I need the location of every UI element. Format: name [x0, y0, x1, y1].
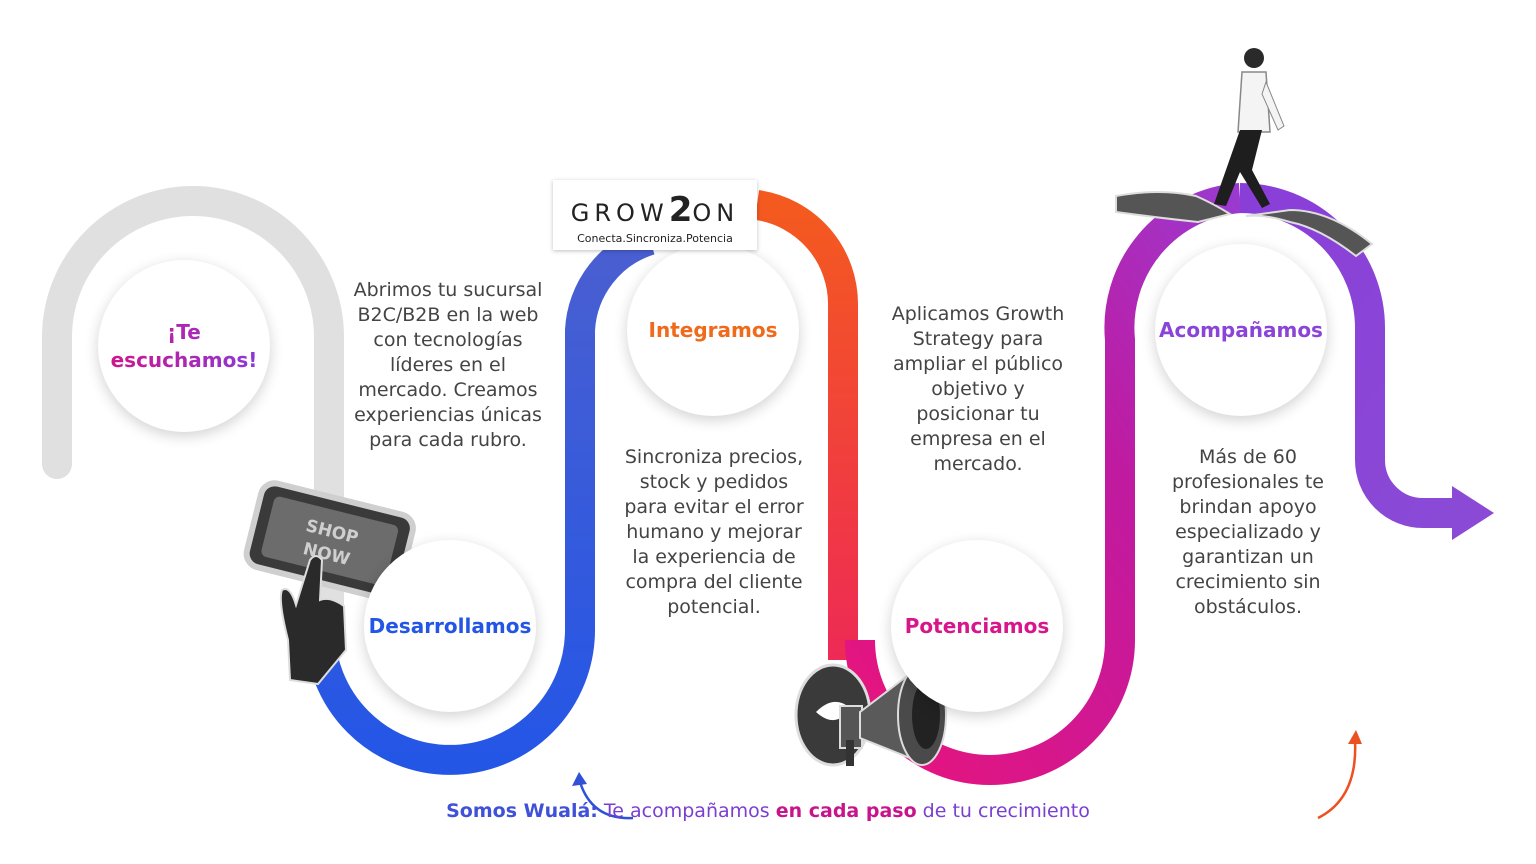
- step-circle-acompanamos: Acompañamos: [1155, 244, 1327, 416]
- step-circle-integramos: Integramos: [627, 244, 799, 416]
- step-description-potenciamos: Aplicamos Growth Strategy para ampliar e…: [891, 303, 1065, 475]
- step-circle-desarrollamos: Desarrollamos: [364, 540, 536, 712]
- step-circle-potenciamos: Potenciamos: [891, 540, 1063, 712]
- step-title-acompanamos: Acompañamos: [1159, 318, 1323, 342]
- left-arrow-head: [572, 772, 587, 786]
- logo-tagline: Conecta.Sincroniza.Potencia: [577, 232, 733, 245]
- step-description-desarrollamos: Abrimos tu sucursal B2C/B2B en la web co…: [353, 279, 543, 451]
- step-title-desarrollamos: Desarrollamos: [368, 614, 532, 638]
- step-description-acompanamos: Más de 60 profesionales te brindan apoyo…: [1172, 446, 1324, 618]
- bottom-tagline: Somos Wualá: Te acompañamos en cada paso…: [0, 800, 1536, 822]
- hands-icon: [1115, 191, 1374, 258]
- tagline-text-2: de tu crecimiento: [916, 800, 1090, 822]
- step-title-integramos: Integramos: [648, 318, 778, 342]
- right-curved-arrow: [1317, 739, 1357, 820]
- step-description-integramos: Sincroniza precios, stock y pedidos para…: [624, 446, 804, 618]
- step-circle-te-escuchamos: ¡Te escuchamos!: [98, 260, 270, 432]
- grow2on-logo: GROW2ON Conecta.Sincroniza.Potencia: [553, 180, 757, 250]
- road-arrow-head: [1452, 486, 1494, 540]
- tagline-text-1: Te acompañamos: [597, 800, 776, 822]
- road-gray-segment: [42, 186, 344, 655]
- walking-man-icon: [1214, 48, 1285, 208]
- step-title-potenciamos: Potenciamos: [904, 614, 1050, 638]
- left-curved-arrow: [578, 781, 634, 820]
- tagline-brand: Somos Wualá:: [446, 800, 598, 822]
- road-red-segment: [754, 190, 859, 660]
- step-title-te-escuchamos: ¡Te escuchamos!: [110, 320, 258, 372]
- tagline-highlight: en cada paso: [775, 800, 917, 822]
- logo-name: GROW2ON: [570, 190, 740, 230]
- road-blue-segment: [305, 225, 655, 775]
- right-arrow-head: [1348, 730, 1362, 744]
- shop-now-phone-icon: SHOP NOW: [243, 480, 416, 686]
